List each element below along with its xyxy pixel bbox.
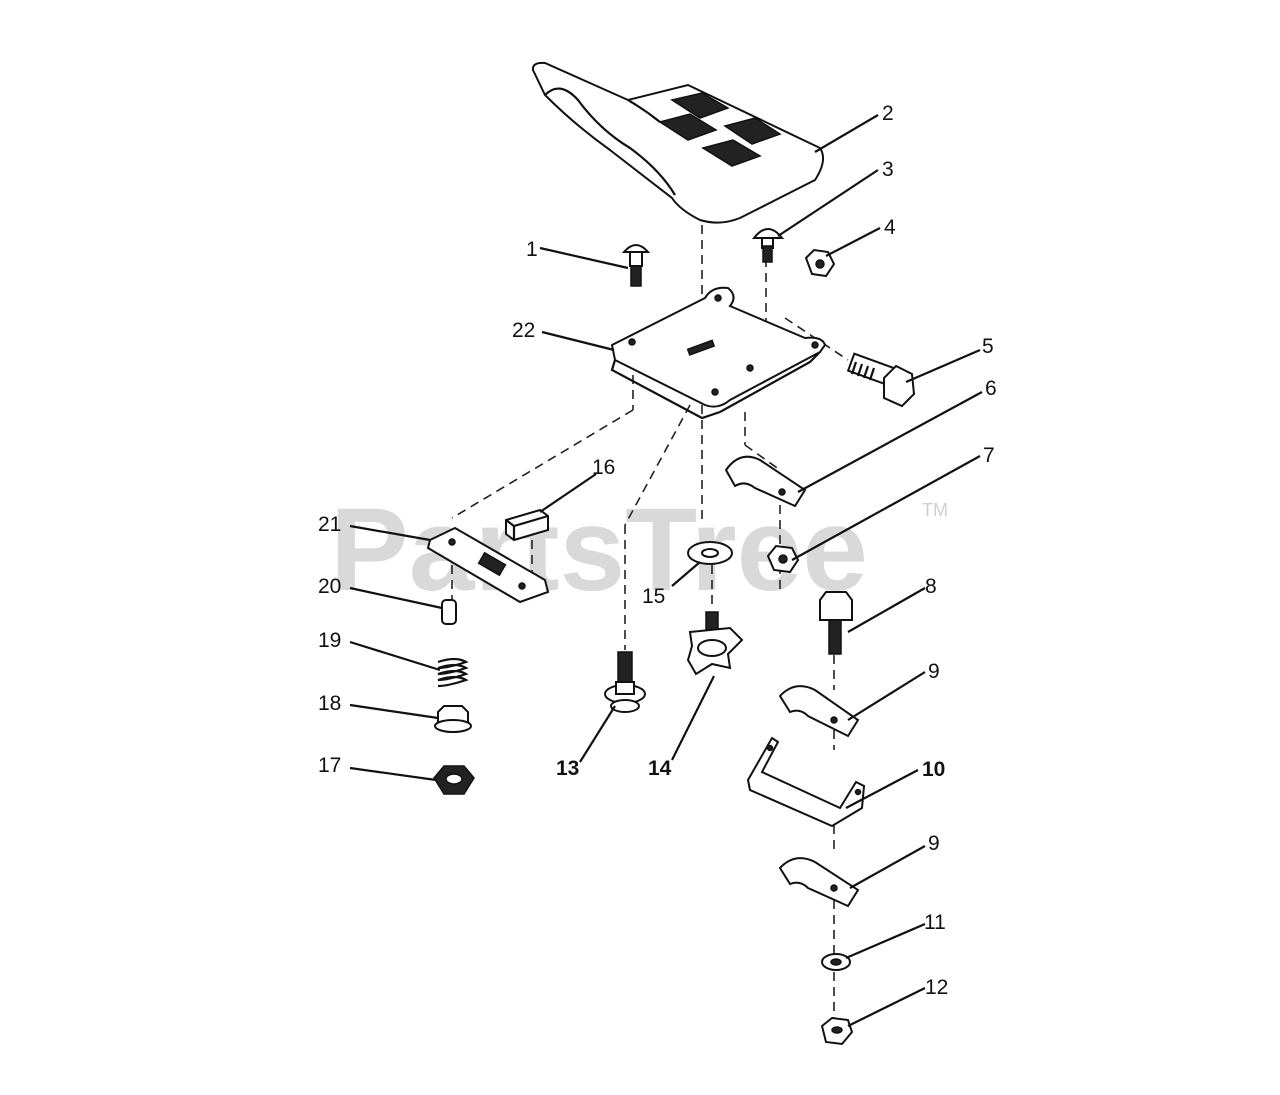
callout-19: 19	[318, 629, 341, 652]
flange-nut-part	[434, 705, 472, 733]
seat-bracket-part	[610, 286, 827, 420]
carriage-bolt-part-small	[751, 228, 785, 263]
callout-20: 20	[318, 575, 341, 598]
flat-washer-part	[687, 541, 733, 565]
watermark-trademark: TM	[922, 500, 948, 520]
callout-8: 8	[925, 575, 937, 598]
callout-17: 17	[318, 754, 341, 777]
key-part	[505, 508, 549, 542]
lower-washer-part	[821, 953, 851, 971]
assembly-guides	[451, 225, 849, 1020]
callout-2: 2	[882, 102, 894, 125]
callout-14: 14	[648, 757, 672, 780]
callout-9-upper: 9	[928, 660, 940, 683]
callout-1: 1	[526, 238, 538, 261]
callout-9-lower: 9	[928, 832, 940, 855]
pin-part	[441, 599, 457, 625]
carriage-bolt-part	[621, 244, 651, 287]
callout-7: 7	[983, 444, 995, 467]
callout-15: 15	[642, 585, 665, 608]
latch-plate-part	[426, 526, 550, 604]
hex-bolt-part	[846, 352, 916, 408]
callout-5: 5	[982, 335, 994, 358]
lower-nut-part	[820, 1016, 854, 1046]
adjustment-knob-part	[686, 611, 744, 676]
callout-11: 11	[924, 911, 946, 934]
spring-part	[437, 657, 469, 688]
callout-10: 10	[922, 758, 945, 781]
knob-nut-part	[433, 765, 475, 795]
callout-16: 16	[592, 456, 615, 479]
hex-bolt-part-vertical	[819, 591, 853, 655]
callout-12: 12	[925, 976, 948, 999]
callout-13: 13	[556, 757, 579, 780]
callout-6: 6	[985, 377, 997, 400]
callout-4: 4	[884, 216, 896, 239]
clip-part-upper	[724, 455, 807, 508]
callout-3: 3	[882, 158, 894, 181]
callout-21: 21	[318, 513, 341, 536]
seat-part	[531, 61, 825, 224]
shoulder-bolt-part	[604, 651, 646, 713]
clip-part-lower	[778, 857, 860, 908]
clip-part-middle	[778, 685, 860, 738]
lock-nut-part	[766, 544, 800, 574]
leader-lines	[349, 114, 983, 1027]
callout-18: 18	[318, 692, 341, 715]
u-bracket-part	[746, 736, 866, 828]
callout-labels: 1 2 3 4 5 6 7 8 9 10 9 11 12 13 14 15 16…	[318, 102, 997, 999]
callout-22: 22	[512, 319, 535, 342]
